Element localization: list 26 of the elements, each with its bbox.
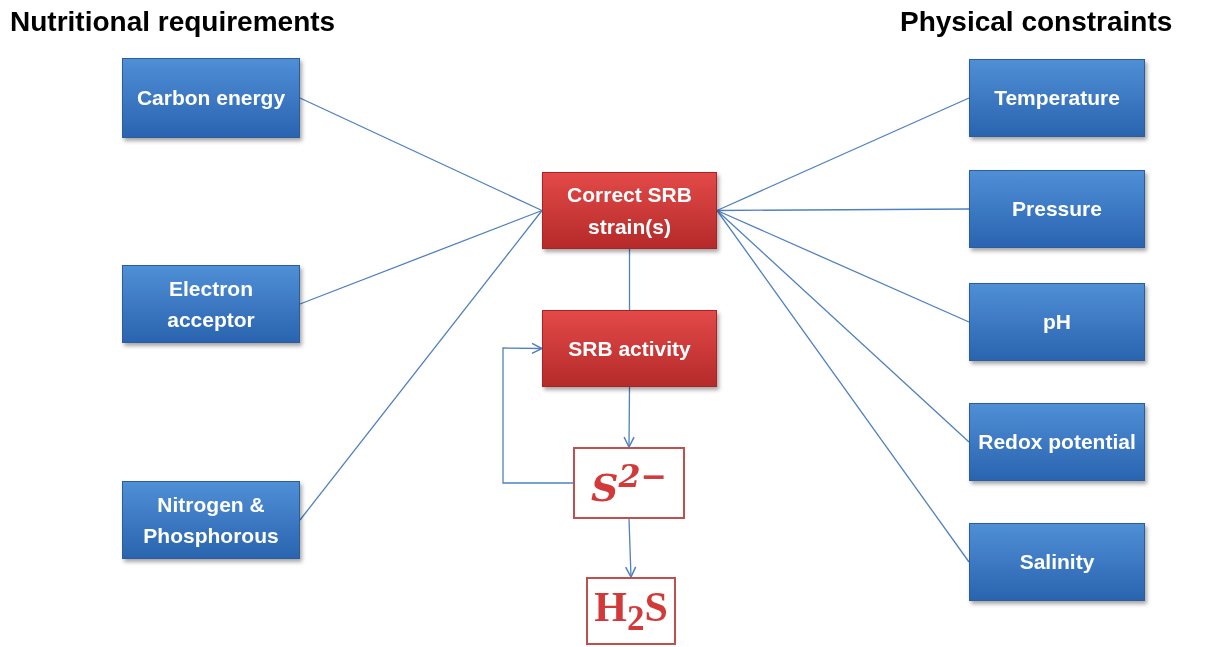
connector-line	[716, 97, 970, 212]
factor-box: Electron acceptor	[122, 265, 300, 343]
factor-box: SRB activity	[542, 310, 717, 387]
arrow	[502, 342, 574, 484]
connector-line	[299, 97, 543, 212]
factor-box: Salinity	[969, 523, 1145, 601]
section-heading: Nutritional requirements	[10, 6, 336, 38]
factor-box: Temperature	[969, 59, 1145, 137]
connector-line	[299, 209, 543, 521]
connector-line	[716, 209, 970, 323]
factor-box: Carbon energy	[122, 58, 300, 138]
connector-line	[628, 248, 631, 311]
factor-box: pH	[969, 283, 1145, 361]
factor-box: Correct SRB strain(s)	[542, 172, 717, 249]
connector-line	[299, 209, 543, 305]
result-box: S$^{2−}$	[573, 447, 685, 519]
factor-box: Pressure	[969, 170, 1145, 248]
connector-line	[716, 209, 970, 563]
arrow	[624, 518, 637, 578]
factor-box: Redox potential	[969, 403, 1145, 481]
factor-box: Nitrogen & Phosphorous	[122, 481, 300, 559]
result-box: H$_{2}$S	[586, 577, 676, 645]
arrow	[623, 386, 635, 448]
connector-line	[716, 208, 970, 212]
section-heading: Physical constraints	[900, 6, 1173, 38]
connector-line	[716, 209, 970, 443]
